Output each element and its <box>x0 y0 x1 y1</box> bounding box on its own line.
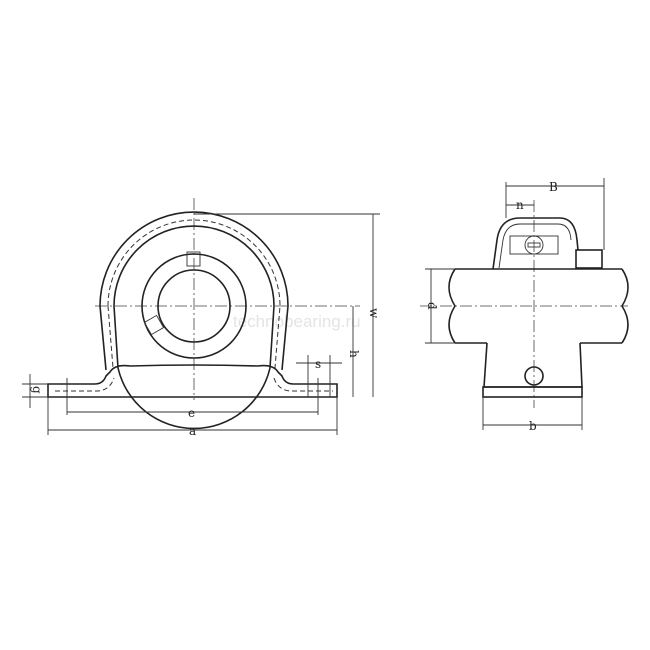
B-label: B <box>549 180 558 194</box>
d-label: d <box>425 302 439 310</box>
set-screw-side <box>143 314 165 336</box>
pedestal-foot <box>482 386 583 398</box>
w-label: w <box>367 308 381 319</box>
locking-collar-set-screw <box>575 249 603 269</box>
s-label: s <box>315 357 321 371</box>
base-foot <box>47 364 338 398</box>
g-label: g <box>30 386 44 394</box>
a-label: a <box>189 424 196 438</box>
housing-outer <box>99 211 289 371</box>
housing-dashed <box>107 219 281 369</box>
h-label: h <box>347 350 361 358</box>
housing-inner <box>113 225 275 369</box>
e-label: e <box>188 406 195 420</box>
bolt-hole <box>524 366 544 386</box>
housing-lower-arc <box>117 367 271 430</box>
pedestal-body <box>483 342 583 388</box>
housing-cap-inner <box>498 223 572 269</box>
base-dashed <box>55 377 333 392</box>
front-view: w h s g e a <box>22 198 381 438</box>
set-screw-top <box>186 251 201 267</box>
watermark: technobearing.ru <box>233 312 361 331</box>
side-view: B n d b <box>420 178 629 433</box>
grease-nipple <box>527 242 541 248</box>
shaft-break-right <box>621 268 629 344</box>
b-label: b <box>529 419 537 433</box>
grease-fitting <box>524 235 544 255</box>
housing-cap <box>492 217 579 270</box>
bearing-bore <box>157 269 231 343</box>
bearing-outer-ring <box>141 253 247 359</box>
shaft-break-left <box>448 268 456 344</box>
shaft-outline <box>455 268 622 344</box>
n-label: n <box>516 198 524 212</box>
